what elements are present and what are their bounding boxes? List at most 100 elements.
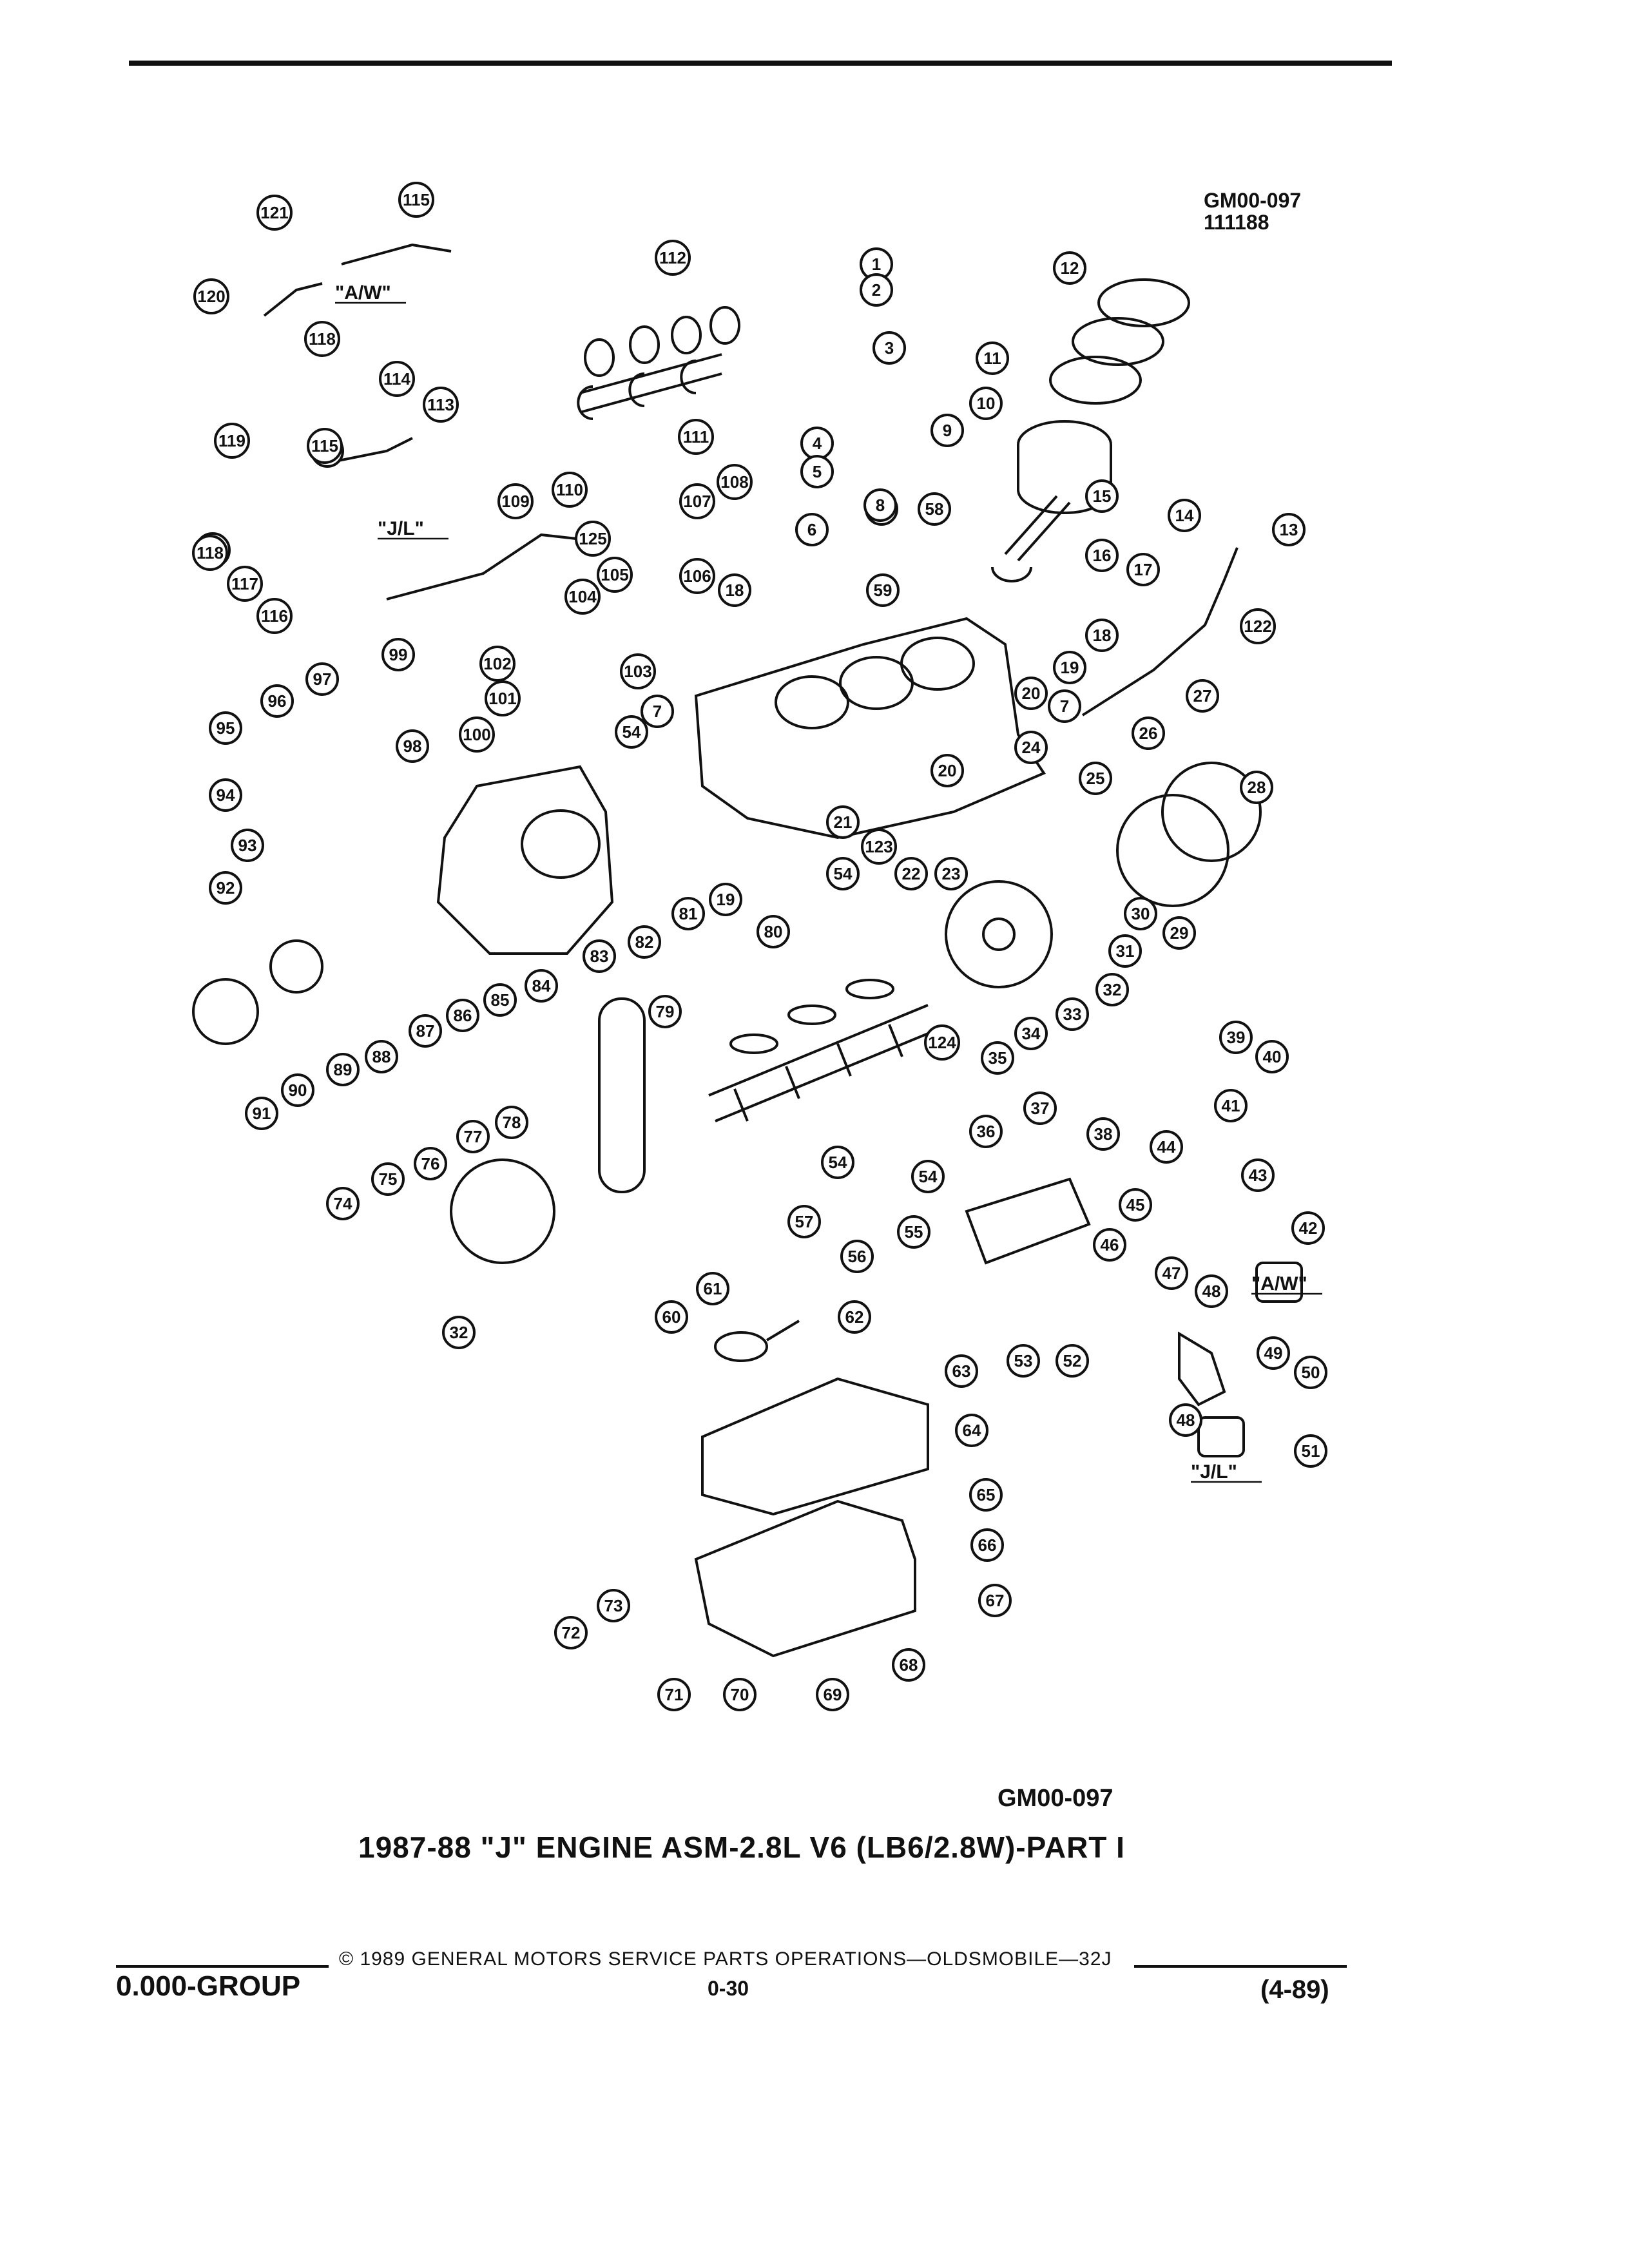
callout-number: 75 — [379, 1169, 398, 1189]
callout-78: 78 — [495, 1106, 528, 1139]
callout-35: 35 — [981, 1041, 1014, 1075]
callout-number: 52 — [1063, 1351, 1082, 1370]
variant-label: "J/L" — [1191, 1461, 1237, 1483]
callout-80: 80 — [757, 915, 790, 948]
callout-number: 112 — [659, 248, 686, 267]
callout-109: 109 — [497, 483, 534, 519]
callout-7: 7 — [1048, 689, 1081, 723]
starter-motor — [965, 1177, 1091, 1265]
cylinder-bore — [775, 675, 849, 729]
connecting-rod — [991, 495, 1071, 582]
callout-81: 81 — [671, 897, 705, 930]
callout-70: 70 — [723, 1678, 757, 1711]
callout-number: 50 — [1302, 1363, 1320, 1382]
callout-number: 47 — [1162, 1264, 1181, 1283]
callout-number: 7 — [653, 702, 662, 721]
callout-14: 14 — [1168, 499, 1201, 532]
callout-59: 59 — [866, 573, 900, 607]
figure-date-code: 111188 — [1204, 211, 1269, 234]
callout-number: 24 — [1022, 738, 1041, 757]
callout-49: 49 — [1257, 1336, 1290, 1370]
callout-number: 43 — [1249, 1166, 1268, 1185]
callout-15: 15 — [1085, 479, 1119, 513]
callout-number: 70 — [731, 1685, 749, 1704]
callout-68: 68 — [892, 1648, 925, 1682]
callout-65: 65 — [969, 1478, 1003, 1512]
callout-39: 39 — [1219, 1021, 1253, 1054]
callout-number: 53 — [1014, 1351, 1033, 1370]
clutch-disc — [1116, 794, 1229, 907]
part-callouts: 1234567778910111213141515161718181919202… — [192, 182, 1327, 1711]
callout-114: 114 — [379, 361, 415, 397]
callout-number: 15 — [1093, 486, 1112, 506]
callout-number: 11 — [983, 349, 1001, 368]
callout-number: 7 — [1060, 697, 1069, 716]
callout-88: 88 — [365, 1040, 398, 1073]
callout-67: 67 — [978, 1584, 1012, 1617]
callout-10: 10 — [969, 387, 1003, 420]
callout-number: 83 — [590, 947, 609, 966]
callout-63: 63 — [945, 1354, 978, 1388]
timing-chain — [598, 997, 646, 1193]
callout-86: 86 — [446, 999, 479, 1032]
callout-number: 59 — [874, 581, 892, 600]
callout-20: 20 — [930, 754, 964, 787]
callout-54: 54 — [821, 1146, 854, 1179]
callout-6: 6 — [795, 513, 829, 546]
callout-112: 112 — [655, 240, 691, 276]
exploded-engine-diagram: "A/W""J/L""A/W""J/L" 1234567778910111213… — [192, 182, 1327, 1711]
callout-60: 60 — [655, 1300, 688, 1334]
callout-number: 101 — [488, 689, 516, 708]
callout-number: 88 — [372, 1047, 391, 1066]
callout-28: 28 — [1240, 771, 1273, 804]
callout-7: 7 — [641, 695, 674, 728]
callout-19: 19 — [1053, 651, 1086, 684]
callout-85: 85 — [483, 983, 517, 1017]
callout-119: 119 — [214, 423, 250, 459]
water-pump — [521, 809, 601, 879]
callout-71: 71 — [657, 1678, 691, 1711]
piston-ring — [1072, 317, 1164, 366]
callout-number: 23 — [942, 864, 961, 883]
callout-number: 13 — [1280, 520, 1298, 539]
callout-57: 57 — [787, 1205, 821, 1238]
callout-97: 97 — [305, 662, 339, 696]
callout-number: 65 — [977, 1485, 996, 1504]
callout-104: 104 — [564, 579, 601, 615]
callout-69: 69 — [816, 1678, 849, 1711]
callout-number: 118 — [309, 329, 336, 349]
callout-13: 13 — [1272, 513, 1306, 546]
callout-27: 27 — [1186, 679, 1219, 713]
callout-number: 62 — [845, 1307, 864, 1327]
crank-bearing — [787, 1004, 836, 1025]
callout-number: 54 — [622, 722, 641, 742]
callout-83: 83 — [583, 939, 616, 973]
cam-bearing — [671, 316, 702, 354]
callout-62: 62 — [838, 1300, 871, 1334]
callout-number: 102 — [483, 654, 511, 673]
callout-8: 8 — [863, 488, 897, 522]
page-number: 0-30 — [708, 1977, 749, 2000]
oil-filter-adapter — [1178, 1331, 1226, 1407]
callout-3: 3 — [872, 331, 906, 365]
callout-number: 33 — [1063, 1004, 1082, 1024]
callout-number: 118 — [197, 543, 224, 562]
callout-number: 108 — [720, 472, 748, 492]
callout-54: 54 — [826, 857, 860, 890]
callout-number: 1 — [872, 255, 881, 274]
callout-115: 115 — [398, 182, 434, 218]
callout-number: 54 — [834, 864, 853, 883]
callout-number: 35 — [988, 1048, 1007, 1068]
callout-99: 99 — [381, 638, 415, 671]
callout-46: 46 — [1093, 1228, 1126, 1262]
callout-number: 48 — [1202, 1282, 1221, 1301]
callout-29: 29 — [1162, 916, 1196, 950]
callout-58: 58 — [918, 492, 951, 526]
oil-pump-pickup — [714, 1320, 800, 1362]
callout-number: 87 — [416, 1021, 435, 1041]
callout-number: 103 — [624, 662, 651, 681]
callout-44: 44 — [1150, 1130, 1183, 1164]
callout-32: 32 — [442, 1316, 476, 1349]
callout-45: 45 — [1119, 1188, 1152, 1222]
callout-number: 28 — [1248, 778, 1266, 797]
